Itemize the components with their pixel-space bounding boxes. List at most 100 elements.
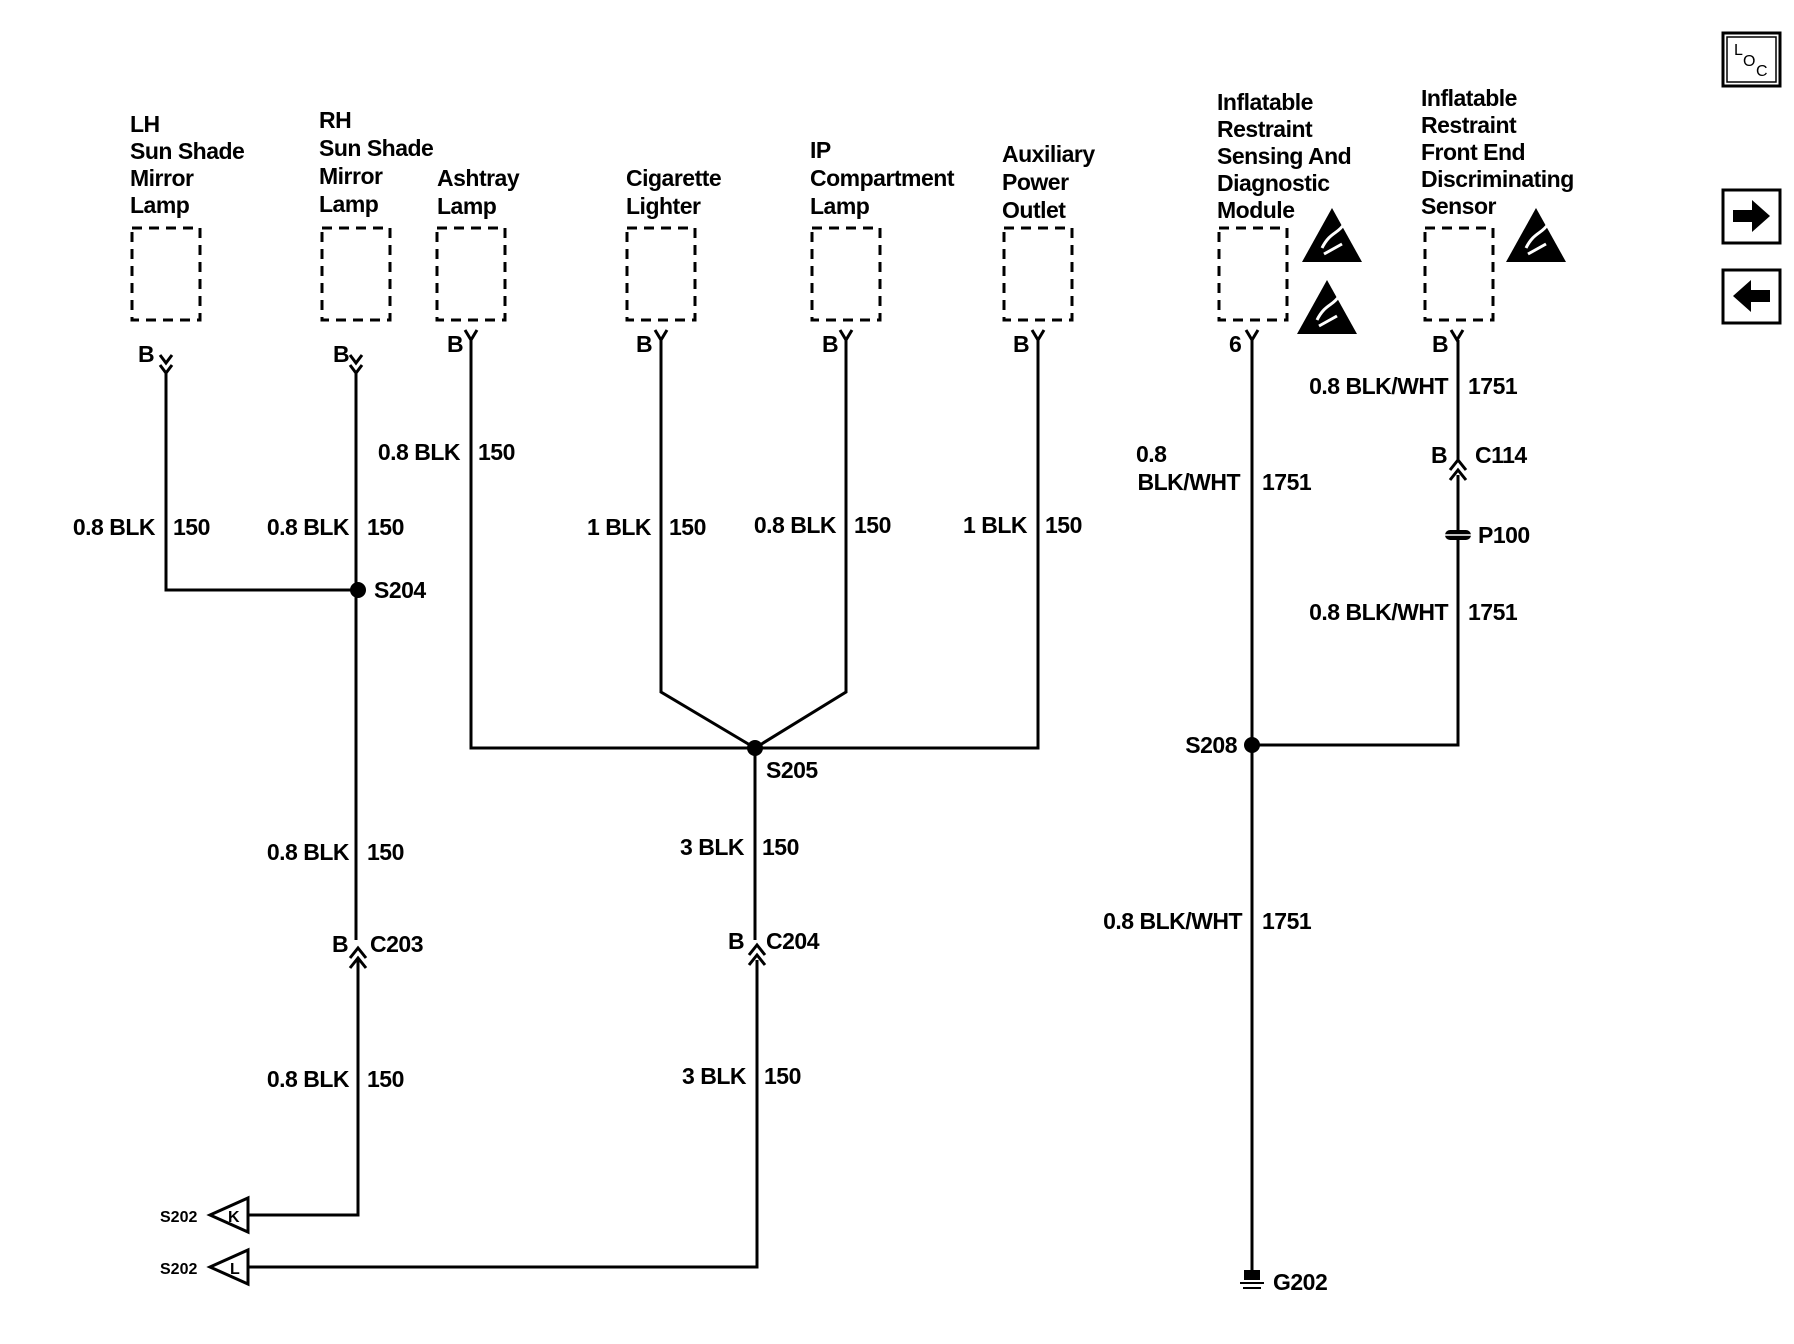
pin-label: B xyxy=(1432,331,1448,357)
splice-label: S204 xyxy=(374,577,426,603)
splice-label: S208 xyxy=(1185,732,1237,758)
terminal-symbol xyxy=(463,329,479,343)
wire-spec: 0.8 BLK xyxy=(267,514,350,540)
svg-text:Lamp: Lamp xyxy=(810,193,870,219)
wire-circuit: 150 xyxy=(762,834,799,860)
pin-label: B xyxy=(636,331,652,357)
svg-text:Lamp: Lamp xyxy=(319,191,379,217)
splice-dot xyxy=(350,582,366,598)
wire-aux-to-s205 xyxy=(755,340,1040,750)
terminal-symbol xyxy=(348,354,364,376)
svg-text:Outlet: Outlet xyxy=(1002,197,1066,223)
lh-mirror-lamp-label: LH Sun Shade Mirror Lamp xyxy=(130,111,245,218)
wire-spec: 0.8 BLK xyxy=(73,514,156,540)
svg-text:Mirror: Mirror xyxy=(319,163,383,189)
svg-text:Inflatable: Inflatable xyxy=(1217,89,1313,115)
pass-through-grommet xyxy=(1445,530,1471,540)
ground-icon xyxy=(1240,1270,1264,1289)
ashtray-lamp-label: Ashtray Lamp xyxy=(437,165,520,219)
svg-text:Mirror: Mirror xyxy=(130,165,194,191)
connector-pin: B xyxy=(1431,442,1447,468)
svg-text:Lamp: Lamp xyxy=(130,192,190,218)
rh-mirror-lamp-label: RH Sun Shade Mirror Lamp xyxy=(319,107,434,217)
airbag-warning-icon xyxy=(1295,278,1359,336)
wire-circuit: 150 xyxy=(854,512,891,538)
esd-warning-icon xyxy=(1300,206,1364,264)
esd-warning-icon xyxy=(1504,206,1568,264)
svg-text:LH: LH xyxy=(130,111,160,137)
connector-symbol xyxy=(747,942,767,966)
offpage-ref-label: S202 xyxy=(160,1261,197,1278)
auxiliary-power-outlet-box xyxy=(1002,226,1074,322)
pin-label: 6 xyxy=(1229,331,1241,357)
wire-circuit: 1751 xyxy=(1468,599,1518,625)
front-end-discriminating-sensor-label: Inflatable Restraint Front End Discrimin… xyxy=(1421,85,1574,219)
pin-label: B xyxy=(1013,331,1029,357)
wire-circuit: 150 xyxy=(367,514,404,540)
svg-text:Sensing And: Sensing And xyxy=(1217,143,1351,169)
offpage-ref-letter: L xyxy=(230,1261,240,1278)
offpage-ref-letter: K xyxy=(228,1209,240,1226)
svg-text:Inflatable: Inflatable xyxy=(1421,85,1517,111)
pin-label: B xyxy=(333,341,349,367)
ip-compartment-lamp-label: IP Compartment Lamp xyxy=(810,137,955,219)
wire-circuit: 150 xyxy=(367,839,404,865)
wire-circuit: 1751 xyxy=(1468,373,1518,399)
wire-c203-to-s202-k xyxy=(245,960,360,1217)
wire-spec: 1 BLK xyxy=(963,512,1028,538)
loc-label-l: L xyxy=(1734,42,1743,59)
wire-circuit: 150 xyxy=(764,1063,801,1089)
terminal-symbol xyxy=(1449,329,1465,343)
wire-spec: BLK/WHT xyxy=(1137,469,1240,495)
svg-text:IP: IP xyxy=(810,137,831,163)
auxiliary-power-outlet-label: Auxiliary Power Outlet xyxy=(1002,141,1096,223)
wire-spec: 0.8 BLK/WHT xyxy=(1103,908,1242,934)
wire-circuit: 1751 xyxy=(1262,469,1312,495)
sensing-diagnostic-module-box xyxy=(1217,226,1289,322)
wire-circuit: 150 xyxy=(478,439,515,465)
wire-circuit: 150 xyxy=(367,1066,404,1092)
wire-ip-to-s205 xyxy=(754,340,848,750)
cigarette-lighter-label: Cigarette Lighter xyxy=(626,165,722,219)
wire-spec: 0.8 BLK/WHT xyxy=(1309,373,1448,399)
offpage-reference-k[interactable]: S202 K xyxy=(160,1195,250,1235)
svg-text:Sun Shade: Sun Shade xyxy=(319,135,433,161)
svg-text:Restraint: Restraint xyxy=(1217,116,1313,142)
forward-button[interactable] xyxy=(1721,188,1782,245)
svg-text:Lighter: Lighter xyxy=(626,193,701,219)
sensing-diagnostic-module-label: Inflatable Restraint Sensing And Diagnos… xyxy=(1217,89,1352,223)
pin-label: B xyxy=(822,331,838,357)
cigarette-lighter-box xyxy=(625,226,697,322)
svg-text:Cigarette: Cigarette xyxy=(626,165,721,191)
wire-spec: 0.8 BLK xyxy=(267,1066,350,1092)
wire-spec: 0.8 BLK xyxy=(754,512,837,538)
wire-spec: 0.8 BLK xyxy=(378,439,461,465)
terminal-symbol xyxy=(653,329,669,343)
terminal-symbol xyxy=(1030,329,1046,343)
terminal-symbol xyxy=(158,354,174,376)
splice-dot xyxy=(1244,737,1260,753)
pin-label: B xyxy=(447,331,463,357)
wire-circuit: 1751 xyxy=(1262,908,1312,934)
wire-spec: 3 BLK xyxy=(682,1063,747,1089)
svg-text:Power: Power xyxy=(1002,169,1069,195)
connector-symbol xyxy=(348,945,368,969)
wire-spec: 0.8 xyxy=(1136,441,1167,467)
loc-button[interactable]: L O C xyxy=(1721,31,1782,88)
loc-label-c: C xyxy=(1756,63,1768,80)
svg-text:Sun Shade: Sun Shade xyxy=(130,138,244,164)
wire-cig-to-s205 xyxy=(659,340,756,750)
connector-label: C204 xyxy=(766,928,820,954)
back-button[interactable] xyxy=(1721,268,1782,325)
svg-text:Front End: Front End xyxy=(1421,139,1525,165)
connector-pin: B xyxy=(332,931,348,957)
ground-label: G202 xyxy=(1273,1269,1327,1295)
svg-text:Discriminating: Discriminating xyxy=(1421,166,1574,192)
wire-lh-to-s204 xyxy=(164,372,358,592)
svg-text:RH: RH xyxy=(319,107,351,133)
offpage-reference-l[interactable]: S202 L xyxy=(160,1247,250,1287)
wire-c114-to-s208 xyxy=(1252,475,1460,747)
loc-label-o: O xyxy=(1743,53,1755,70)
svg-text:Module: Module xyxy=(1217,197,1295,223)
